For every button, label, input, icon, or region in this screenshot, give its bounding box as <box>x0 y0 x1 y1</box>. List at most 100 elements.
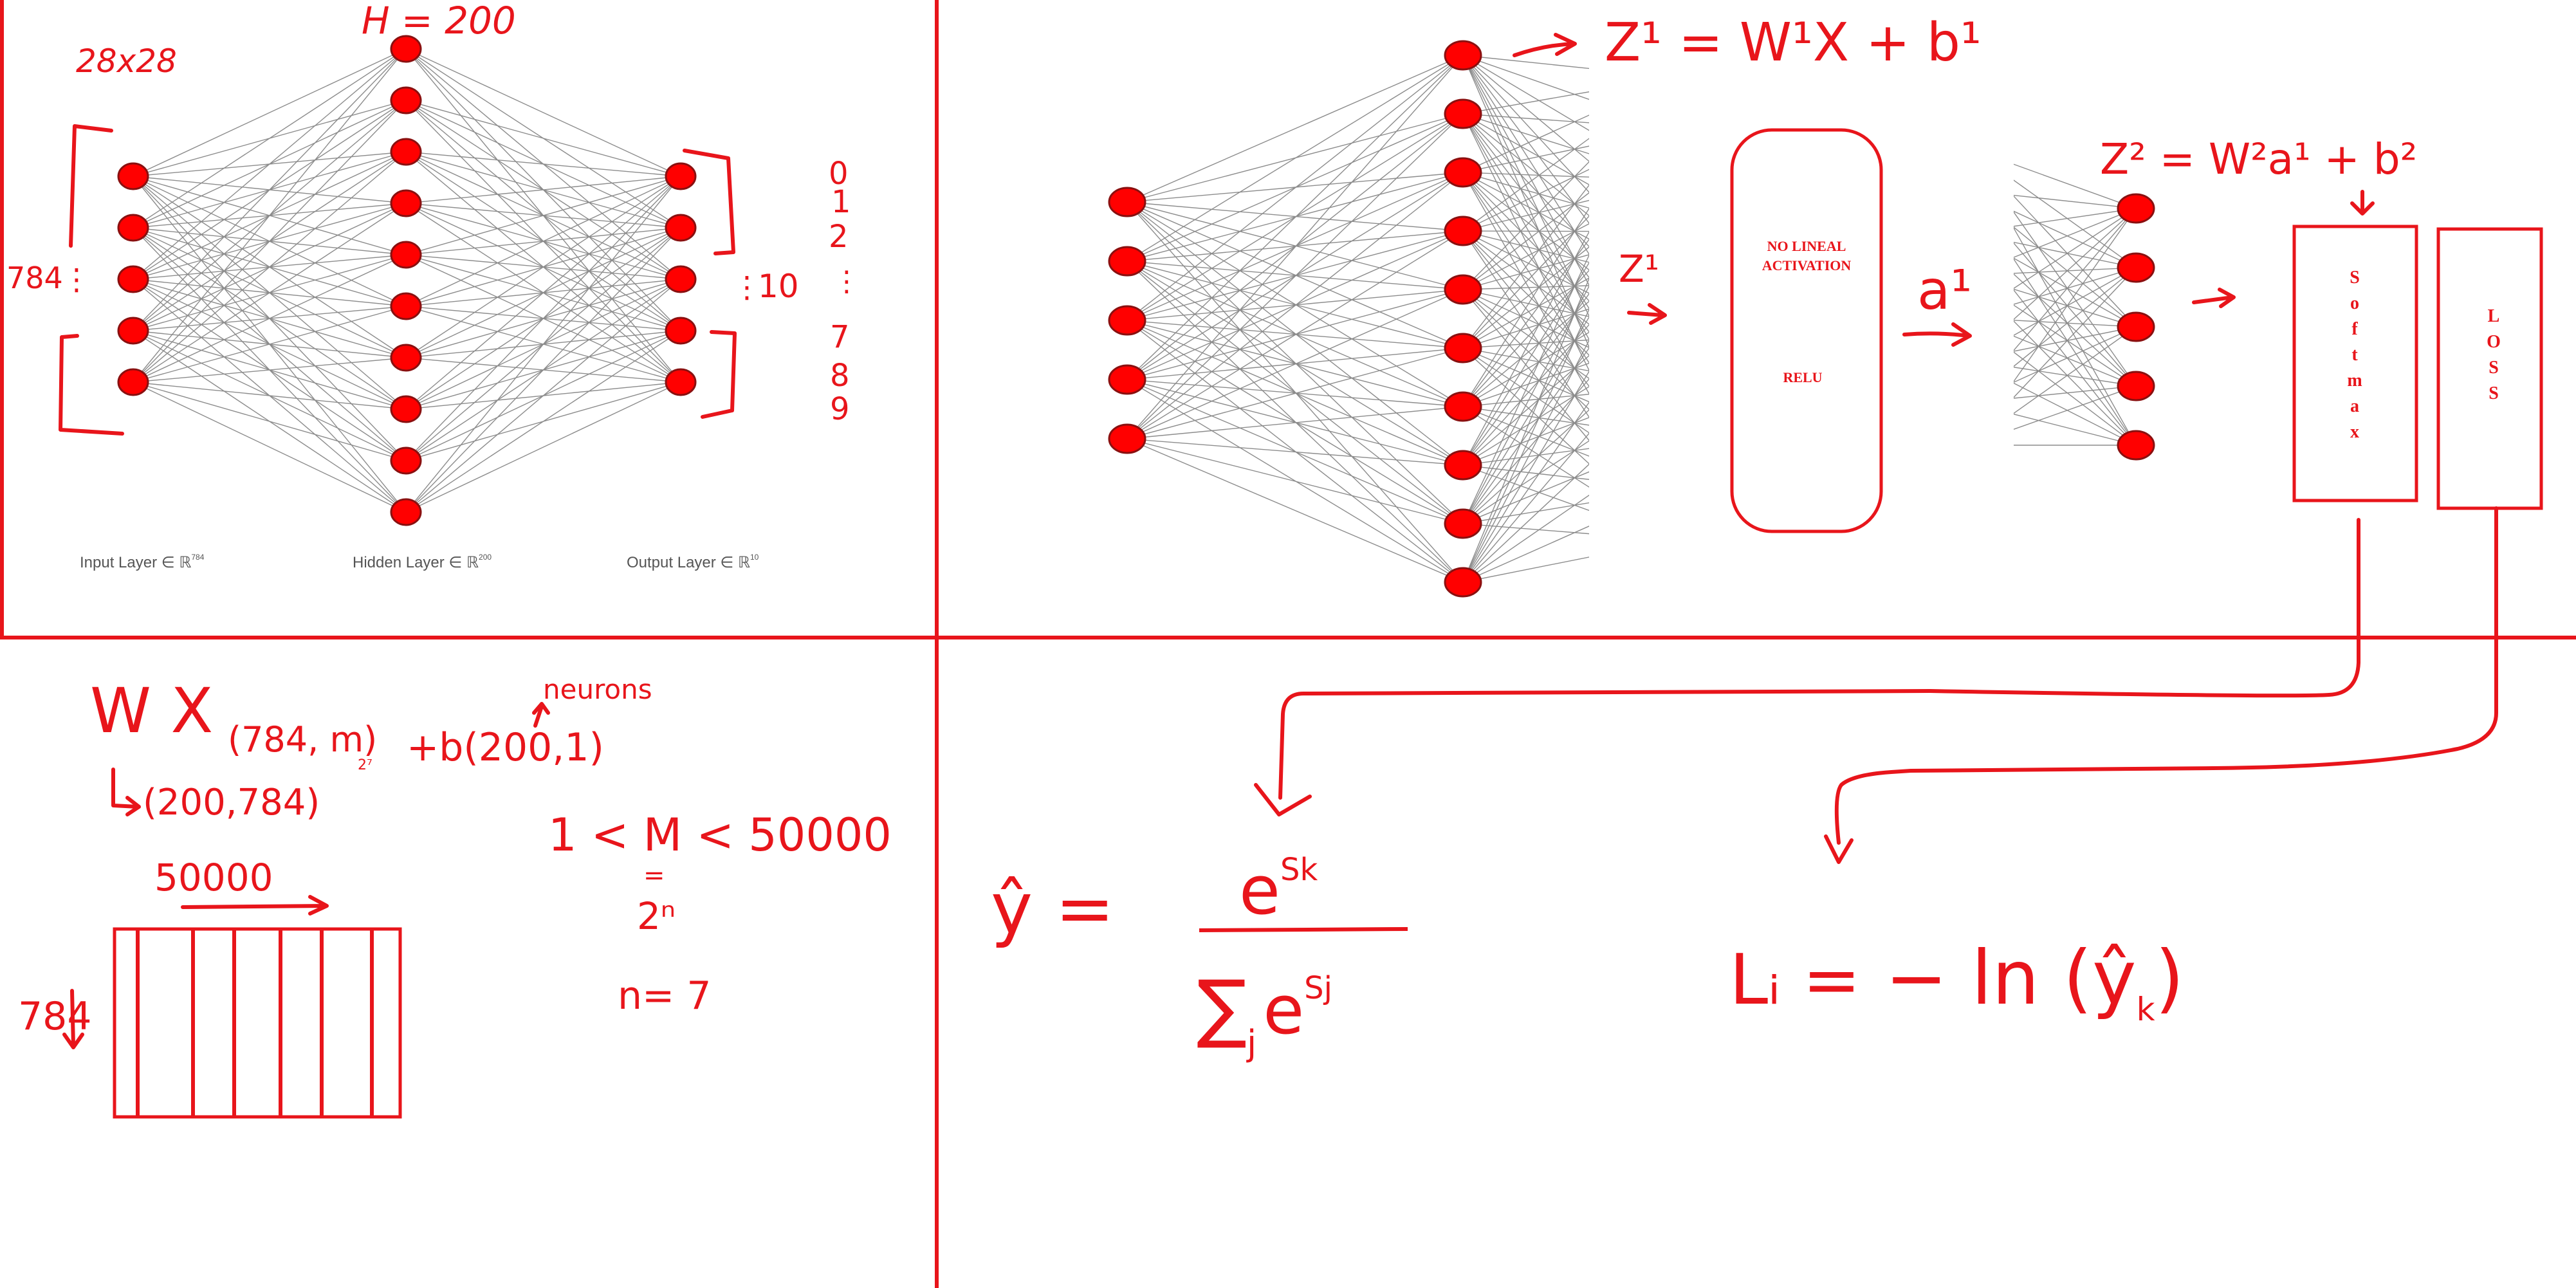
connection-line <box>2014 326 2137 414</box>
connection-line <box>133 382 407 513</box>
connection-line <box>1462 285 1589 290</box>
connection-line <box>1462 406 1589 426</box>
connection-line <box>1462 55 1589 317</box>
connection-line <box>1462 199 1589 232</box>
connection-line <box>1462 207 1589 407</box>
connection-line <box>1462 172 1589 302</box>
connection-line <box>1127 438 1464 524</box>
connection-line <box>1462 277 1589 349</box>
connection-line <box>405 382 681 513</box>
output-bracket-bottom <box>701 330 737 419</box>
connection-line <box>1462 55 1589 255</box>
connection-line <box>1462 230 1589 232</box>
connection-line <box>1462 347 1589 403</box>
connection-line <box>1462 254 1589 290</box>
connection-line <box>1462 169 1589 232</box>
connection-line <box>1462 145 1589 173</box>
softmax-letter: t <box>2351 345 2358 365</box>
connection-line <box>1127 55 1464 262</box>
connection-line <box>1462 324 1589 466</box>
connection-line <box>1462 406 1589 457</box>
hidden-layer-label: Hidden Layer ∈ ℝ200 <box>353 553 492 571</box>
loss-rhs: − ln (ŷk) <box>1885 935 2184 1028</box>
neurons-arrow <box>532 702 550 728</box>
digit-labels: 0 1 2 ⋮ 7 8 9 <box>829 156 861 427</box>
connection-line <box>1462 230 1589 263</box>
connection-line <box>405 176 681 410</box>
connection-line <box>1462 239 1589 407</box>
loss-to-formula-arrow <box>1824 506 2498 864</box>
network-diagram <box>117 35 697 526</box>
softmax-letter: a <box>2350 396 2359 416</box>
connection-line <box>1462 91 1589 115</box>
input-bracket-bottom <box>59 334 124 436</box>
connection-line <box>405 151 681 177</box>
connection-line <box>133 48 407 228</box>
connection-line <box>133 254 407 383</box>
neuron <box>1108 423 1146 454</box>
connection-line <box>133 203 407 383</box>
forward-nodes <box>1108 40 2155 598</box>
neurons-note: neurons <box>543 674 652 705</box>
neuron <box>1108 364 1146 395</box>
connection-line <box>1462 113 1589 185</box>
connection-line <box>2014 226 2137 327</box>
softmax-letter: f <box>2351 319 2358 339</box>
connection-line <box>1462 55 1589 131</box>
connection-line <box>2014 163 2137 209</box>
connection-line <box>1127 289 1464 439</box>
neuron <box>1444 157 1482 188</box>
connection-line <box>1462 289 1589 441</box>
n-value: n= 7 <box>618 973 712 1018</box>
connection-line <box>133 48 407 177</box>
input-dims-note: 28x28 <box>76 42 177 80</box>
connection-line <box>1462 339 1589 583</box>
connection-line <box>2014 320 2137 327</box>
neuron <box>1444 567 1482 598</box>
connection-line <box>2014 414 2137 446</box>
connection-line <box>405 176 681 204</box>
output-bracket-top <box>683 149 735 255</box>
connection-line <box>133 48 407 331</box>
connection-line <box>1462 192 1589 290</box>
connection-line <box>2014 267 2137 305</box>
neuron <box>390 292 422 320</box>
connection-line <box>1462 354 1589 466</box>
connection-line <box>1462 113 1589 372</box>
connection-line <box>405 48 681 177</box>
connection-line <box>1462 184 1589 349</box>
activation-box <box>1730 128 1883 533</box>
connection-line <box>1127 406 1464 439</box>
connection-line <box>1462 246 1589 349</box>
z2-arrow <box>2192 288 2236 308</box>
connection-line <box>1462 289 1589 317</box>
digit-label: 2 <box>829 219 849 255</box>
connection-line <box>1462 113 1589 309</box>
connection-line <box>1462 347 1589 524</box>
neuron <box>665 317 697 345</box>
w-dims: (200,784) <box>143 782 320 823</box>
connection-line <box>133 382 407 410</box>
digit-label: 7 <box>830 319 850 355</box>
neuron <box>1444 508 1482 539</box>
neuron <box>665 368 697 396</box>
matrix-rows-label: 784 <box>18 994 92 1039</box>
connection-line <box>1462 378 1589 524</box>
connection-line <box>1462 230 1589 294</box>
connection-line <box>1462 406 1589 488</box>
connection-line <box>2014 208 2137 290</box>
connection-line <box>1462 55 1589 225</box>
connection-line <box>1462 55 1589 349</box>
output-layer-label: Output Layer ∈ ℝ10 <box>627 553 759 571</box>
connection-line <box>1462 254 1589 524</box>
connection-line <box>1462 289 1589 380</box>
batch-size-arrow <box>181 895 329 915</box>
connection-line <box>2014 208 2137 320</box>
neuron <box>1444 274 1482 305</box>
connection-line <box>1462 161 1589 290</box>
batch-matrix <box>113 927 402 1119</box>
connection-line <box>1127 230 1464 439</box>
digit-label: 1 <box>831 184 851 220</box>
softmax-numerator: eSk <box>1239 851 1318 930</box>
